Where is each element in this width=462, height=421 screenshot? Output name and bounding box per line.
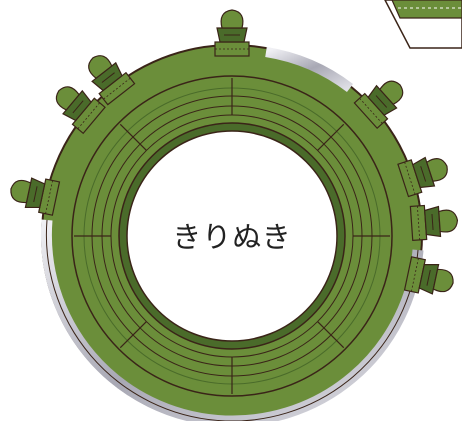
folding-tab-icon	[409, 204, 459, 242]
center-hole	[126, 130, 338, 342]
folding-tabs	[10, 9, 459, 295]
silver-rail-upper	[265, 47, 354, 92]
folding-tab-icon	[397, 156, 448, 198]
segment-divider	[317, 321, 345, 349]
segment-divider	[317, 123, 345, 151]
folding-tab-icon	[88, 55, 136, 106]
folding-tab-icon	[403, 256, 454, 295]
folding-tab-icon	[214, 9, 250, 57]
folding-tab-icon	[55, 86, 106, 135]
folding-tab-icon	[10, 177, 61, 216]
folding-tab-icon	[353, 80, 404, 130]
corner-flap-icon	[384, 0, 462, 49]
segment-divider	[119, 321, 147, 349]
segment-divider	[119, 123, 147, 151]
cutout-label: きりぬき	[172, 220, 291, 254]
segment-dividers	[74, 78, 390, 394]
